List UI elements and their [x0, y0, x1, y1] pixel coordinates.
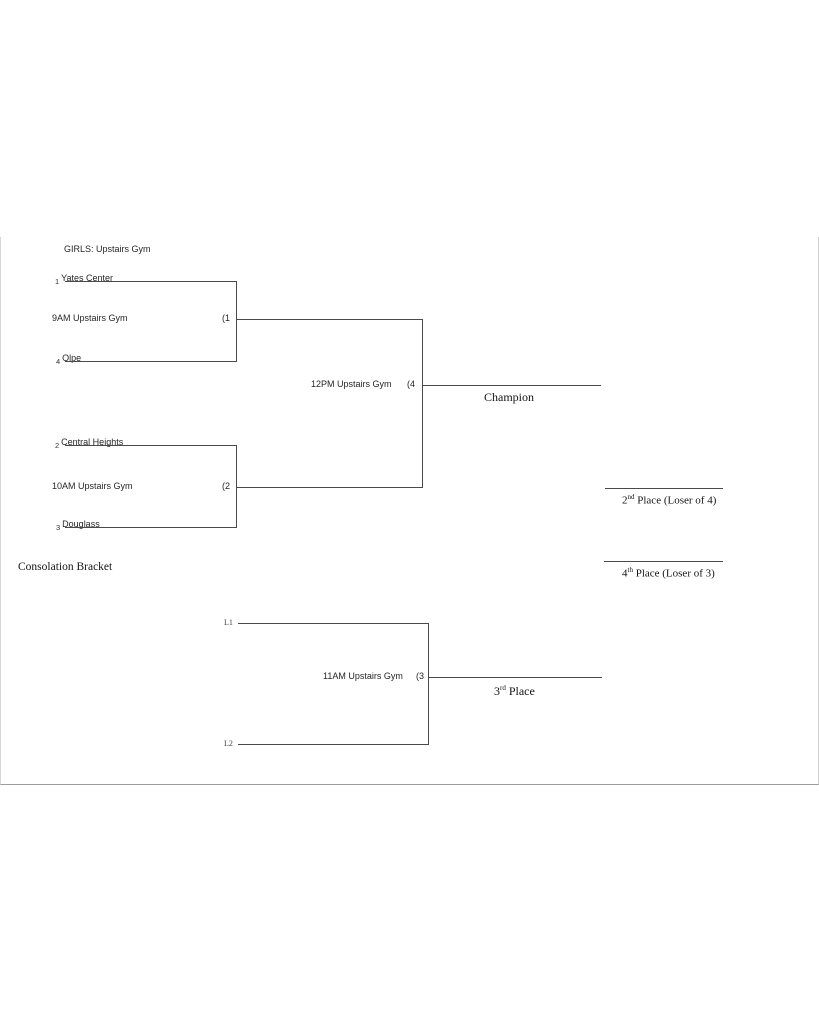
fourth-place-number: 4 [622, 567, 628, 580]
fourth-place-line [604, 561, 723, 562]
third-place-line [428, 677, 602, 678]
team-name: Central Heights [61, 437, 124, 447]
third-place-label: 3rd Place [494, 681, 535, 698]
champion-label: Champion [484, 390, 534, 404]
champion-line [422, 385, 601, 386]
game1-time-label: 9AM Upstairs Gym [52, 313, 128, 323]
game1-bracket-vline [236, 281, 237, 362]
seed-number: 1 [55, 277, 60, 286]
team-slot-line [65, 361, 236, 362]
third-place-number: 3 [494, 684, 500, 698]
bracket-title: GIRLS: Upstairs Gym [64, 244, 151, 254]
game2-winner-line [236, 487, 422, 488]
game2-bracket-vline [236, 445, 237, 528]
team-slot-line [65, 445, 236, 446]
game4-number-label: (4 [407, 379, 416, 389]
consolation-l1-line [238, 623, 428, 624]
team-name: Douglass [62, 519, 100, 529]
game4-time-label: 12PM Upstairs Gym [311, 379, 392, 389]
game4-bracket-vline [422, 319, 423, 488]
game2-number-label: (2 [222, 481, 231, 491]
consolation-bracket-title: Consolation Bracket [18, 561, 113, 573]
team-slot-line [65, 527, 236, 528]
seed-number: 3 [56, 523, 61, 532]
game2-time-label: 10AM Upstairs Gym [52, 481, 133, 491]
game1-number-label: (1 [222, 313, 231, 323]
consolation-slot-l2: L2 [224, 739, 233, 748]
game3-bracket-vline [428, 623, 429, 745]
fourth-place-text: Place (Loser of 3) [632, 567, 715, 580]
team-name: Yates Center [61, 273, 114, 283]
game1-winner-line [236, 319, 422, 320]
seed-number: 4 [56, 357, 61, 366]
fourth-place-ordinal: th [627, 566, 633, 574]
second-place-text: Place (Loser of 4) [634, 494, 717, 507]
third-place-ordinal: rd [500, 684, 506, 692]
team-name: Olpe [62, 353, 82, 363]
seed-number: 2 [55, 441, 60, 450]
fourth-place-label: 4th Place (Loser of 3) [622, 564, 715, 581]
game3-number-label: (3 [416, 671, 425, 681]
team-slot-line [65, 281, 236, 282]
second-place-ordinal: nd [627, 493, 635, 501]
second-place-line [605, 488, 723, 489]
game3-time-label: 11AM Upstairs Gym [323, 671, 403, 681]
consolation-slot-l1: L1 [224, 618, 233, 627]
second-place-number: 2 [622, 494, 628, 507]
consolation-l2-line [238, 744, 428, 745]
second-place-label: 2nd Place (Loser of 4) [622, 491, 716, 508]
third-place-text: Place [505, 684, 535, 698]
